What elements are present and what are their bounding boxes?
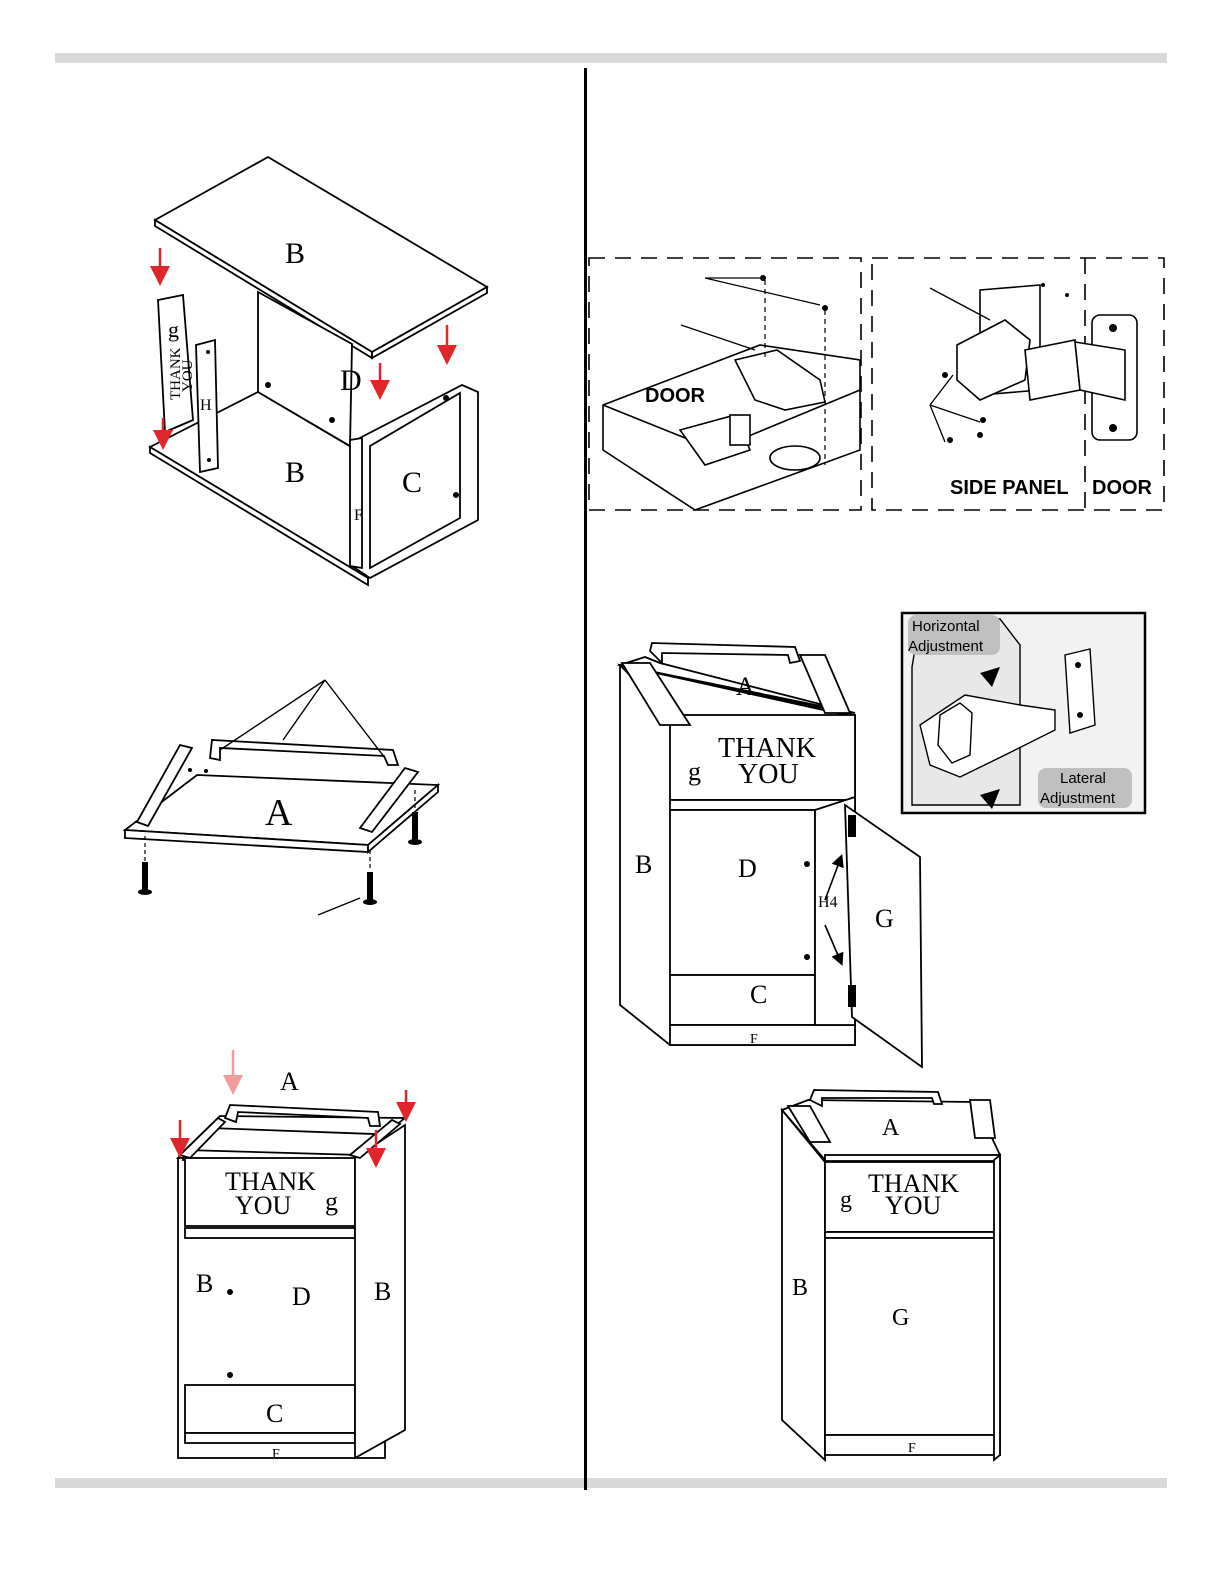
label-b-top: B	[285, 237, 305, 270]
inset-lateral-line2: Adjustment	[1040, 790, 1116, 807]
inset-horizontal-line2: Adjustment	[908, 638, 984, 655]
label-g-5: G	[875, 904, 894, 933]
label-h4: H4	[818, 894, 838, 911]
sign-line2-1: YOU	[180, 359, 196, 392]
label-b-left-3: B	[196, 1269, 213, 1298]
door-g-5	[845, 805, 922, 1067]
door-g-6	[825, 1238, 1000, 1435]
label-f: F	[354, 507, 363, 524]
label-f-5: F	[750, 1032, 758, 1047]
label-c-5: C	[750, 980, 767, 1009]
figure-3-cabinet-top-install: A THANK YOU g B D B C F	[0, 1030, 585, 1470]
kick-panel-f	[350, 438, 362, 568]
sign-logo-6: g	[840, 1187, 852, 1213]
label-d-3: D	[292, 1282, 311, 1311]
label-f-6: F	[908, 1441, 916, 1456]
label-g-6: G	[892, 1305, 909, 1331]
label-d-5: D	[738, 854, 757, 883]
sign-logo-5: g	[688, 757, 701, 786]
sign-logo-1: g	[168, 317, 179, 342]
figure-4-hinge-detail: DOOR SIDE PANEL DOOR	[585, 250, 1225, 520]
inset-horizontal-line1: Horizontal	[912, 618, 980, 635]
label-b-right-3: B	[374, 1277, 391, 1306]
back-panel-d-5	[670, 810, 815, 975]
label-b-6: B	[792, 1275, 808, 1301]
label-f-3: F	[272, 1447, 280, 1462]
rail-back	[210, 740, 398, 765]
figure-5-door-attach: Horizontal Adjustment Lateral Adjustment…	[600, 605, 1160, 1075]
label-c-3: C	[266, 1399, 283, 1428]
label-door-right: DOOR	[1092, 477, 1153, 499]
sign-logo-3: g	[325, 1187, 338, 1216]
sign-line2-3: YOU	[235, 1191, 292, 1220]
bottom-gray-bar	[55, 1478, 1167, 1488]
label-h: H	[200, 397, 212, 414]
label-door-left: DOOR	[645, 385, 706, 407]
label-d: D	[340, 364, 362, 397]
label-c: C	[402, 466, 422, 499]
label-a-3: A	[280, 1067, 299, 1096]
sign-line2-6: YOU	[885, 1191, 942, 1220]
label-a-6: A	[882, 1115, 900, 1141]
label-b-bottom: B	[285, 456, 305, 489]
inset-lateral-line1: Lateral	[1060, 770, 1106, 787]
sign-line2-5: YOU	[738, 759, 799, 790]
figure-1-carcass-assembly: B D B C F H g THANK YOU	[0, 0, 585, 600]
label-a-5: A	[736, 672, 755, 701]
label-b-5: B	[635, 850, 652, 879]
figure-2-top-panel: A	[0, 600, 585, 940]
figure-6-finished-cabinet: A THANK YOU g B G F	[770, 1080, 1030, 1470]
label-a-2: A	[265, 792, 293, 834]
label-side-panel: SIDE PANEL	[950, 477, 1069, 499]
